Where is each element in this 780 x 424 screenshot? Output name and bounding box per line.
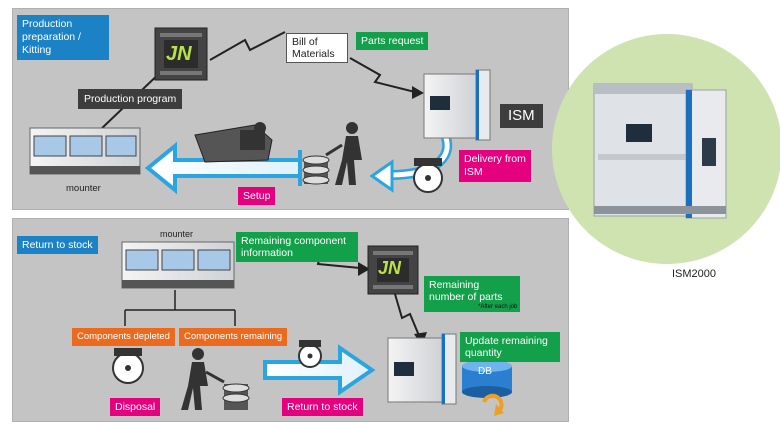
refresh-icon bbox=[482, 393, 504, 416]
label-update-quantity: Update remaining quantity bbox=[460, 332, 560, 362]
label-production-prep: Production preparation / Kitting bbox=[17, 15, 109, 60]
label-setup: Setup bbox=[238, 187, 276, 205]
reel-icon-top bbox=[413, 158, 443, 193]
worker-cart-icon-top bbox=[302, 122, 362, 185]
label-remaining-parts: Remaining number of parts bbox=[424, 276, 520, 312]
ism-storage-icon-top bbox=[423, 69, 491, 141]
label-mounter-top: mounter bbox=[66, 183, 101, 194]
label-components-depleted: Components depleted bbox=[72, 328, 175, 346]
feeder-icon-top bbox=[194, 122, 273, 163]
reel-icon-disposal bbox=[112, 348, 144, 384]
label-disposal: Disposal bbox=[110, 398, 161, 416]
jn-logo-top: JN bbox=[166, 43, 192, 65]
jn-server-icon-bottom bbox=[367, 245, 419, 295]
db-icon bbox=[462, 360, 512, 398]
label-remaining-component-info: Remaining component information bbox=[236, 232, 358, 262]
label-ism: ISM bbox=[500, 104, 543, 128]
label-mounter-bottom: mounter bbox=[160, 229, 194, 239]
reel-icon-return bbox=[298, 340, 322, 368]
label-return-to-stock-step: Return to stock bbox=[282, 398, 363, 416]
label-delivery-from-ism: Delivery from ISM bbox=[459, 150, 531, 182]
mounter-machine-icon-top bbox=[29, 127, 141, 175]
label-ism2000: ISM2000 bbox=[672, 268, 717, 280]
label-production-program: Production program bbox=[78, 89, 183, 109]
ism-storage-icon-bottom bbox=[387, 333, 457, 405]
worker-cart-icon-bottom bbox=[181, 348, 250, 410]
mounter-machine-icon-bottom bbox=[121, 241, 235, 289]
jn-server-icon-top bbox=[154, 27, 208, 81]
jn-logo-bottom: JN bbox=[378, 258, 402, 278]
label-db: DB bbox=[478, 366, 492, 377]
label-parts-request: Parts request bbox=[356, 32, 429, 50]
label-after-each-job: *After each job bbox=[478, 304, 518, 310]
label-return-to-stock-title: Return to stock bbox=[17, 236, 98, 254]
ism2000-photo bbox=[552, 34, 780, 264]
label-bill-of-materials: Bill of Materials bbox=[286, 33, 348, 63]
label-components-remaining: Components remaining bbox=[179, 328, 288, 346]
